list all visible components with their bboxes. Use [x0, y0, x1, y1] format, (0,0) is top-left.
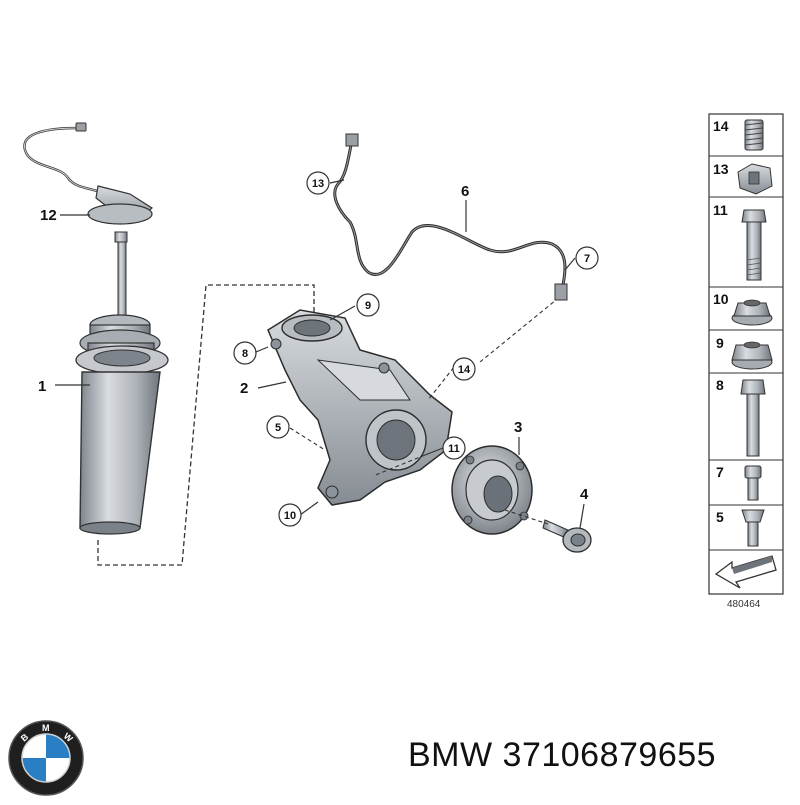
callout-12: 12	[40, 207, 57, 224]
legend-item-7: 7	[716, 464, 724, 480]
legend-item-10: 10	[713, 291, 729, 307]
callout-6: 6	[461, 183, 469, 200]
callout-8: 8	[242, 348, 248, 360]
legend-item-8: 8	[716, 377, 724, 393]
legend-flange-nut-icon	[731, 299, 773, 326]
drawing-number: 480464	[727, 599, 761, 610]
legend-item-5: 5	[716, 509, 724, 525]
callout-11: 11	[448, 443, 460, 455]
wheel-speed-sensor-cable	[333, 133, 568, 301]
callout-4: 4	[580, 486, 589, 503]
callout-1: 1	[38, 378, 46, 395]
bmw-logo: B M W	[8, 720, 84, 796]
svg-text:M: M	[42, 723, 50, 733]
part-identifier: BMW 37106879655	[408, 736, 716, 775]
legend-item-9: 9	[716, 335, 724, 351]
legend-arrow-icon	[714, 555, 777, 589]
strut-sensor-cable	[23, 122, 153, 225]
legend-clamp-icon	[737, 163, 773, 195]
svg-text:B: B	[19, 731, 31, 743]
legend-item-11: 11	[713, 202, 728, 218]
brand-name: BMW	[408, 736, 493, 774]
callout-7: 7	[584, 253, 590, 265]
callout-13: 13	[312, 178, 324, 190]
steering-knuckle	[267, 309, 453, 506]
callout-14: 14	[458, 364, 471, 376]
legend-socket-screw-icon	[744, 465, 762, 501]
parts-legend: 14 13 11 10 9 8 7 5	[708, 113, 784, 610]
part-number: 37106879655	[502, 736, 717, 774]
legend-threaded-insert-icon	[744, 119, 764, 151]
legend-long-bolt-icon	[740, 379, 766, 457]
callout-2: 2	[240, 380, 248, 397]
legend-item-14: 14	[713, 118, 729, 134]
legend-hex-nut-icon	[731, 341, 773, 370]
callout-10: 10	[284, 510, 296, 522]
legend-item-13: 13	[713, 161, 729, 177]
shock-absorber	[75, 231, 169, 535]
legend-torx-bolt-icon	[741, 509, 765, 547]
callout-5: 5	[275, 422, 281, 434]
assembly-dashed-frame	[97, 284, 315, 566]
legend-flange-bolt-icon	[741, 209, 767, 281]
callout-9: 9	[365, 300, 371, 312]
callout-3: 3	[514, 419, 522, 436]
wheel-hub	[451, 445, 533, 535]
hub-bolt	[542, 519, 592, 553]
